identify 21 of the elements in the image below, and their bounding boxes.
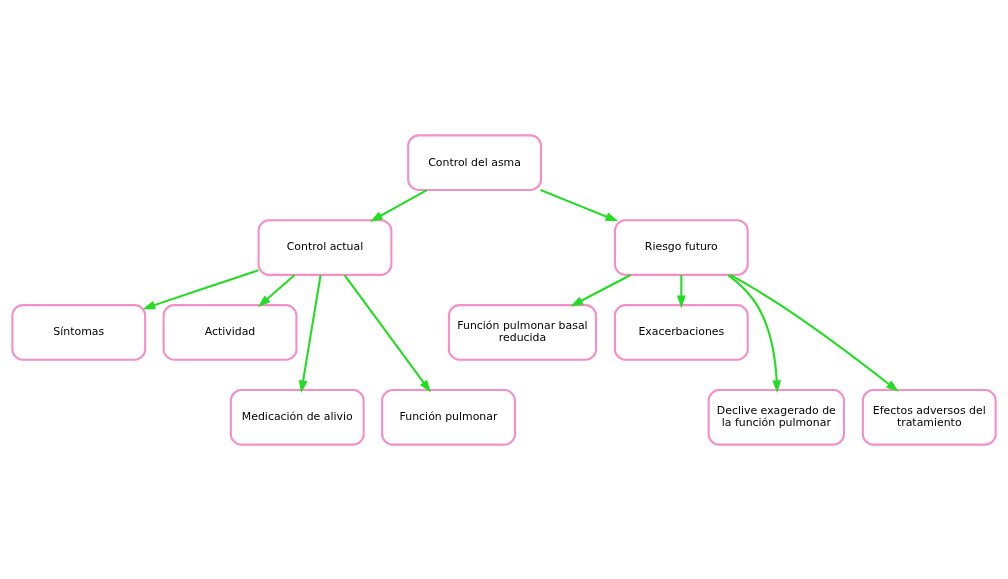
arrow — [298, 274, 322, 393]
arrow — [258, 273, 296, 307]
node-box: Exacerbaciones — [613, 303, 749, 361]
arrow — [729, 273, 899, 392]
arrow — [540, 188, 619, 221]
node-box: Función pulmonar basal reducida — [447, 303, 598, 361]
node-box: Declive exagerado de la función pulmonar — [707, 388, 845, 446]
node-box: Control del asma — [407, 133, 543, 191]
node-box: Medicación de alivio — [229, 388, 365, 446]
node-box: Riesgo futuro — [613, 218, 749, 276]
arrow — [142, 268, 259, 309]
node-box: Actividad — [162, 303, 298, 361]
arrow — [570, 273, 632, 306]
arrow — [727, 273, 782, 393]
node-box: Función pulmonar — [381, 388, 516, 446]
arrow — [343, 273, 431, 393]
node-box: Control actual — [257, 218, 393, 276]
arrow — [676, 274, 686, 308]
arrow — [370, 188, 428, 222]
node-box: Síntomas — [11, 303, 147, 361]
node-box: Efectos adversos del tratamiento — [861, 388, 997, 446]
